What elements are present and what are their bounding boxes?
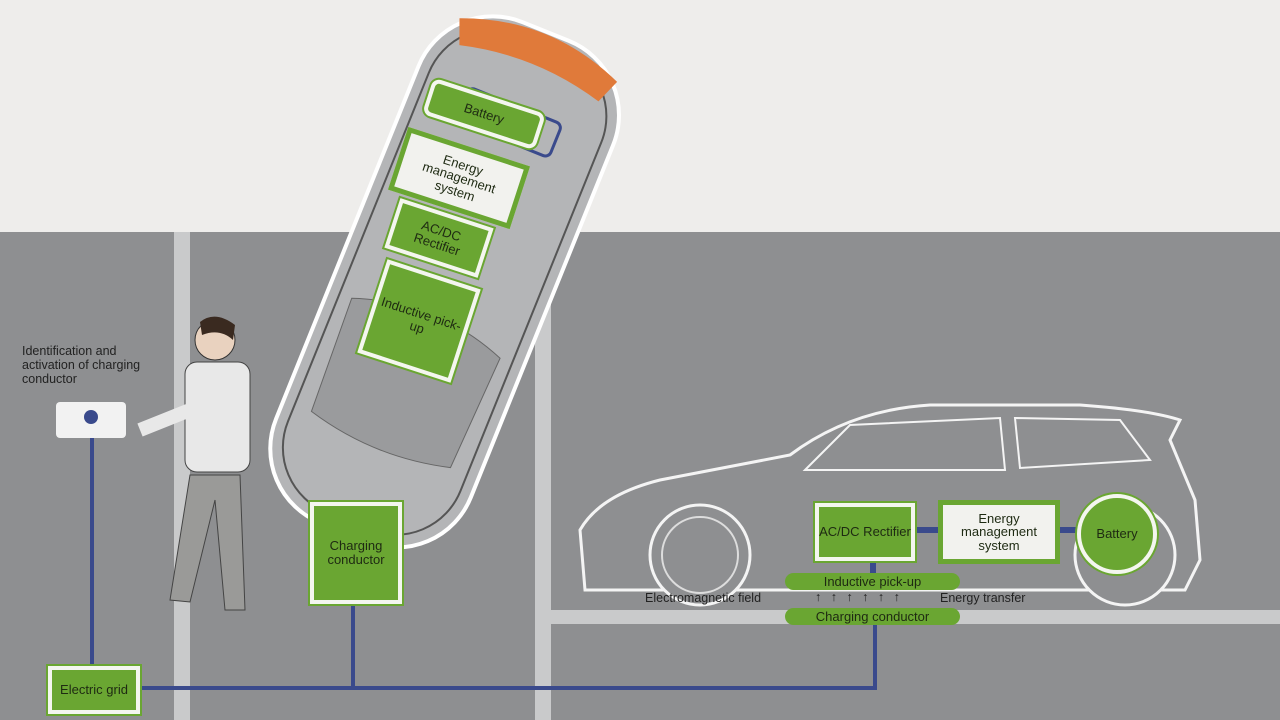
road-stripe	[535, 232, 551, 720]
energy-transfer-label: Energy transfer	[940, 591, 1026, 605]
identification-label: Identification and activation of chargin…	[22, 344, 141, 386]
field-label: Electromagnetic field	[645, 591, 762, 605]
charging-conductor-strip: Charging conductor	[785, 608, 960, 625]
wire	[873, 620, 877, 688]
electric-grid: Electric grid	[48, 666, 140, 714]
wire	[351, 598, 355, 688]
person-illustration	[137, 316, 251, 611]
wire	[90, 420, 94, 690]
side-battery: Battery	[1077, 494, 1157, 574]
side-rectifier: AC/DC Rectifier	[815, 503, 915, 561]
inductive-pickup-strip: Inductive pick-up	[785, 573, 960, 590]
field-arrows: ↑ ↑ ↑ ↑ ↑ ↑	[815, 590, 903, 604]
sensor-icon	[84, 410, 98, 424]
charging-conductor-pad: Charging conductor	[310, 502, 402, 604]
wire	[90, 686, 877, 690]
side-ems: Energy management system	[938, 500, 1060, 564]
